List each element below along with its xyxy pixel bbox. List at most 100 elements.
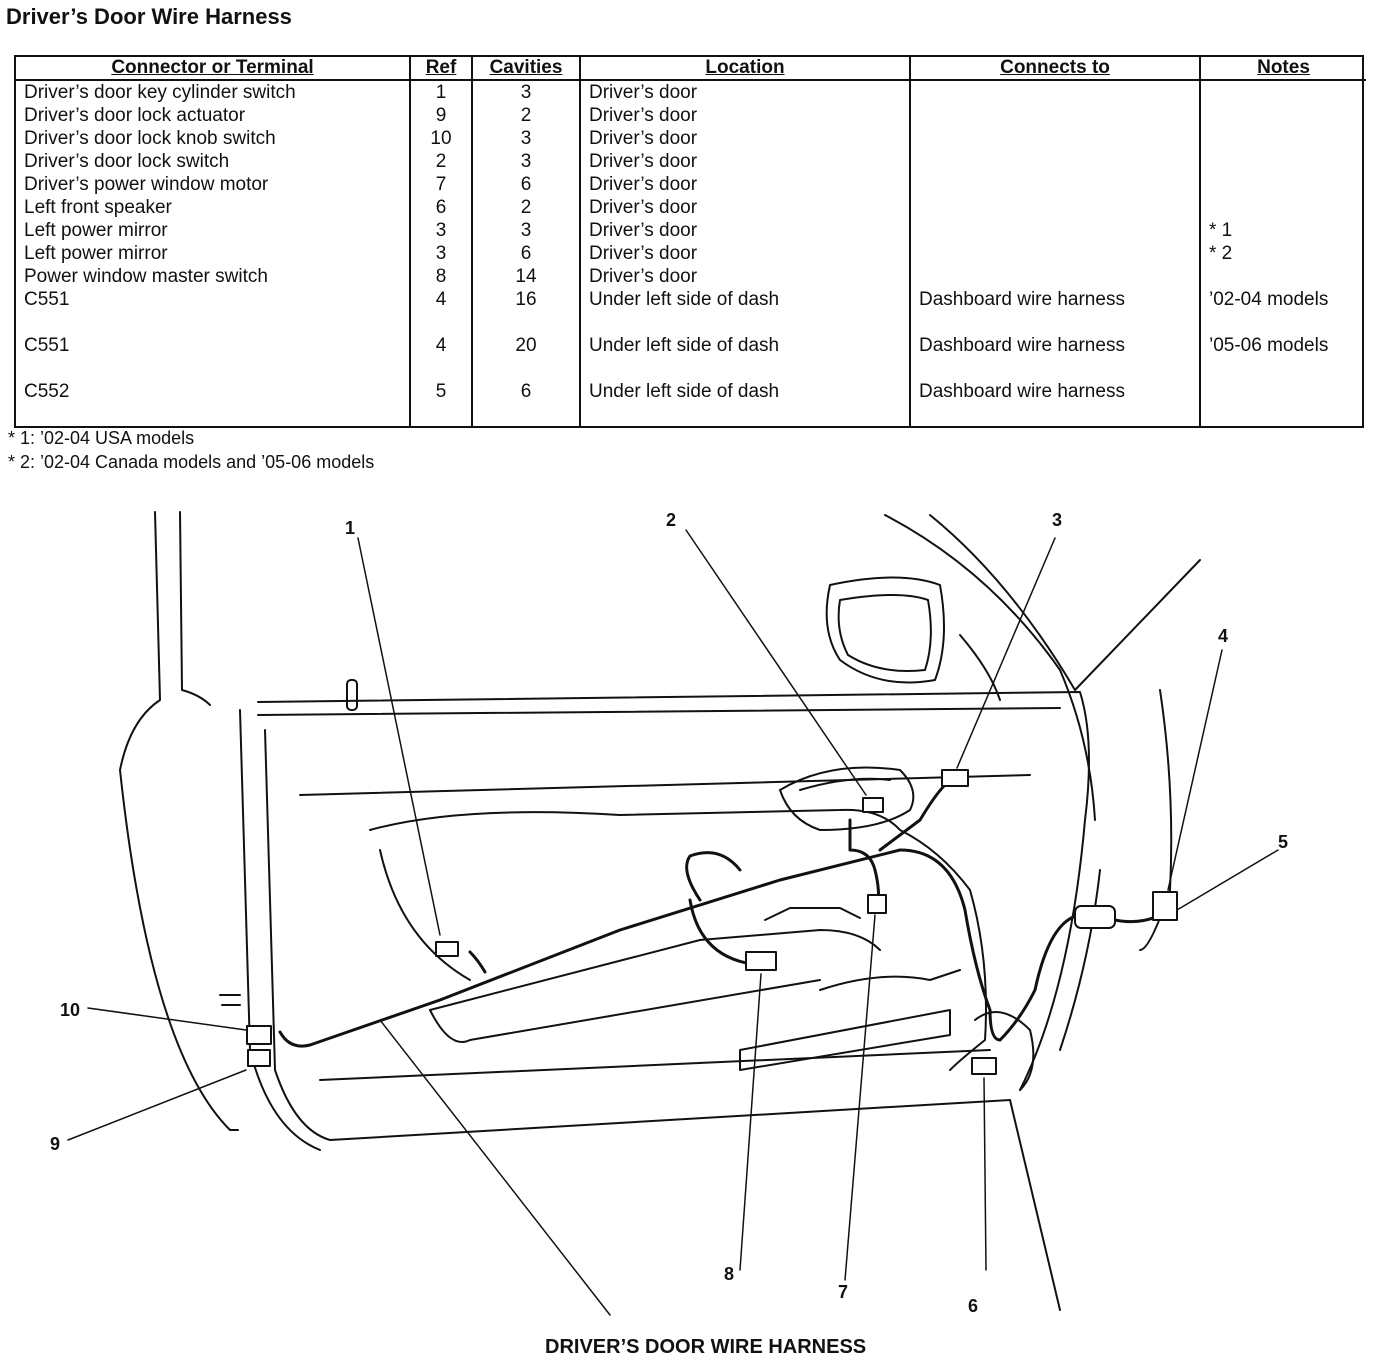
door-harness-diagram: 1 2 3 4 5 6 7 8 9 10 (50, 510, 1288, 1316)
connector-3 (941, 769, 969, 787)
cell-name: C551 (24, 289, 70, 310)
cell-cavities: 3 (471, 80, 580, 104)
cell-notes (1199, 173, 1366, 196)
cell-name: Driver’s door key cylinder switch (24, 82, 296, 103)
footnote-1: * 1: ’02-04 USA models (8, 428, 195, 448)
cell-location: Driver’s door (579, 265, 910, 288)
cell-notes (1199, 150, 1366, 173)
connector-9 (247, 1049, 271, 1067)
cell-connects: Dashboard wire harness (909, 288, 1200, 334)
cell-name: Left front speaker (24, 197, 172, 218)
connector-table: Connector or Terminal Ref Cavities Locat… (14, 55, 1366, 428)
header-location: Location (579, 57, 910, 81)
side-mirror (825, 576, 1001, 701)
page-title: Driver’s Door Wire Harness (6, 4, 292, 29)
cell-location: Driver’s door (579, 127, 910, 150)
cell-name: C552 (24, 381, 70, 402)
cell-ref: 4 (409, 334, 472, 380)
callout-4: 4 (1218, 626, 1228, 646)
callout-9: 9 (50, 1134, 60, 1154)
callout-2: 2 (666, 510, 676, 530)
callout-1: 1 (345, 518, 355, 538)
cell-cavities: 6 (471, 173, 580, 196)
cell-location: Driver’s door (579, 219, 910, 242)
cell-cavities: 16 (471, 288, 580, 334)
header-ref: Ref (409, 57, 472, 81)
connectors (246, 769, 1178, 1075)
cell-ref: 3 (409, 242, 472, 265)
cell-notes (1199, 127, 1366, 150)
cell-notes (1199, 104, 1366, 127)
cell-notes (1199, 265, 1366, 288)
lock-knob (346, 679, 358, 711)
cell-notes: ’02-04 models (1199, 288, 1366, 334)
footnote-2: * 2: ’02-04 Canada models and ’05-06 mod… (8, 452, 375, 472)
cell-notes: ’05-06 models (1199, 334, 1366, 380)
connector-6 (971, 1057, 997, 1075)
callout-6: 6 (968, 1296, 978, 1316)
cell-ref: 4 (409, 288, 472, 334)
cell-name: Driver’s power window motor (24, 174, 269, 195)
connector-4 (1152, 891, 1178, 921)
cell-connects: Dashboard wire harness (909, 334, 1200, 380)
cell-ref: 3 (409, 219, 472, 242)
cell-cavities: 6 (471, 380, 580, 426)
cell-ref: 1 (409, 80, 472, 104)
cell-connects (909, 80, 1200, 104)
connector-5 (1074, 905, 1116, 929)
cell-connects (909, 127, 1200, 150)
header-connects-to: Connects to (909, 57, 1200, 81)
diagram-caption: DRIVER’S DOOR WIRE HARNESS (545, 1336, 867, 1358)
table-header-row: Connector or Terminal Ref Cavities Locat… (16, 57, 1366, 81)
cell-ref: 8 (409, 265, 472, 288)
connector-7 (867, 894, 887, 914)
callout-labels: 1 2 3 4 5 6 7 8 9 10 (50, 510, 1288, 1316)
door-outline (119, 511, 1201, 1311)
cell-location: Under left side of dash (579, 380, 910, 426)
cell-ref: 6 (409, 196, 472, 219)
connector-10 (246, 1025, 272, 1045)
cell-location: Driver’s door (579, 242, 910, 265)
cell-name: C551 (24, 335, 70, 356)
cell-name: Driver’s door lock knob switch (24, 128, 276, 149)
connector-1 (435, 941, 459, 957)
cell-cavities: 20 (471, 334, 580, 380)
cell-location: Under left side of dash (579, 334, 910, 380)
cell-name: Power window master switch (24, 266, 268, 287)
cell-notes (1199, 380, 1366, 426)
cell-name: Left power mirror (24, 220, 168, 241)
connector-2 (862, 797, 884, 813)
cell-location: Driver’s door (579, 80, 910, 104)
cell-cavities: 14 (471, 265, 580, 288)
cell-location: Driver’s door (579, 104, 910, 127)
cell-connects (909, 242, 1200, 265)
cell-ref: 2 (409, 150, 472, 173)
cell-connects (909, 173, 1200, 196)
cell-connects (909, 150, 1200, 173)
leader-lines (67, 529, 1279, 1316)
cell-connects (909, 265, 1200, 288)
cell-location: Driver’s door (579, 150, 910, 173)
cell-ref: 7 (409, 173, 472, 196)
cell-location: Driver’s door (579, 196, 910, 219)
cell-cavities: 6 (471, 242, 580, 265)
cell-notes (1199, 80, 1366, 104)
callout-8: 8 (724, 1264, 734, 1284)
cell-ref: 10 (409, 127, 472, 150)
cell-name: Driver’s door lock switch (24, 151, 230, 172)
callout-10: 10 (60, 1000, 80, 1020)
callout-5: 5 (1278, 832, 1288, 852)
cell-location: Under left side of dash (579, 288, 910, 334)
cell-name: Driver’s door lock actuator (24, 105, 246, 126)
cell-location: Driver’s door (579, 173, 910, 196)
cell-cavities: 3 (471, 150, 580, 173)
cell-connects (909, 196, 1200, 219)
